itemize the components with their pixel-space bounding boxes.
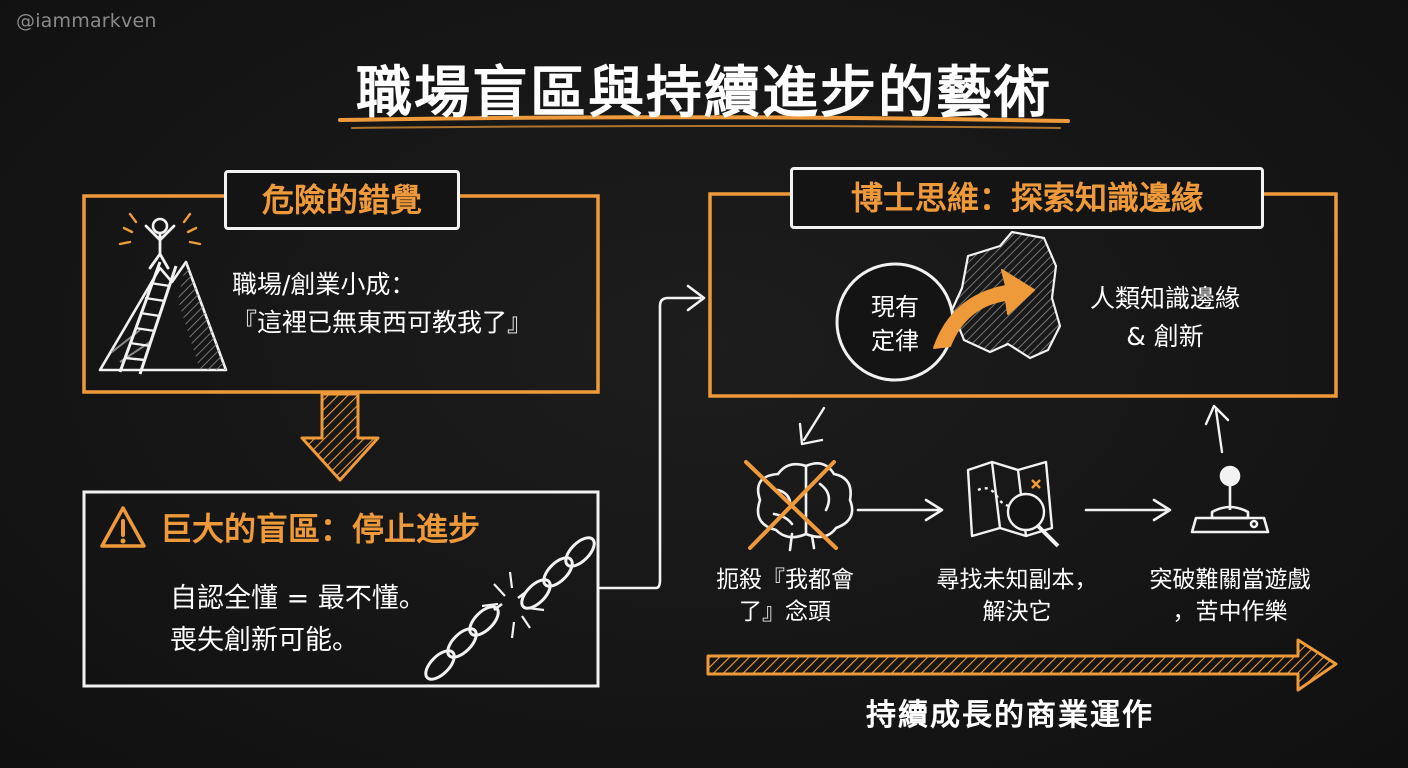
crossed-brain-icon [756, 462, 854, 552]
cross-mark [744, 460, 838, 550]
broken-chain-icon [424, 536, 596, 681]
connector-arrowhead [686, 284, 706, 312]
step-line: ，苦中作樂 [1172, 599, 1288, 625]
danger-text-line: 職場/創業小成： [232, 270, 416, 299]
edge-text-line: & 創新 [1126, 322, 1204, 351]
step-line: 解決它 [982, 599, 1052, 625]
joystick-icon [1190, 465, 1270, 534]
step-find-unknown: 尋找未知副本， 解決它 [912, 564, 1122, 628]
mountain-ladder-icon [98, 212, 228, 375]
step-kill-thought: 扼殺『我都會 了』念頭 [690, 564, 880, 628]
blind-spot-label-text: 巨大的盲區：停止進步 [160, 510, 481, 548]
blind-spot-text-line: 喪失創新可能。 [170, 625, 359, 656]
arrow-up [1204, 404, 1230, 454]
danger-text: 職場/創業小成： 『這裡已無東西可教我了』 [232, 266, 532, 342]
step-line: 尋找未知副本， [936, 567, 1098, 593]
breakthrough-arrow [933, 269, 1035, 349]
title-underline-2 [351, 125, 1061, 129]
arrow-down-left [798, 406, 826, 446]
danger-label: 危險的錯覺 [224, 170, 460, 230]
title-underline [338, 115, 1070, 123]
arrow-step-2-3 [1084, 498, 1172, 522]
edge-text-line: 人類知識邊緣 [1089, 284, 1240, 313]
step-line: 了』念頭 [739, 599, 831, 625]
step-line: 扼殺『我都會 [716, 567, 854, 593]
existing-laws-text: 現有 定律 [840, 290, 950, 358]
circle-text-line: 定律 [871, 327, 919, 355]
business-caption: 持續成長的商業運作 [866, 698, 1154, 733]
warning-icon [100, 506, 146, 548]
phd-label: 博士思維：探索知識邊緣 [790, 167, 1264, 229]
step-game: 突破難關當遊戲 ，苦中作樂 [1130, 564, 1330, 628]
growth-arrow [706, 638, 1338, 692]
map-magnifier-icon [966, 460, 1060, 548]
arrow-step-1-2 [856, 498, 944, 522]
knowledge-edge-text: 人類知識邊緣 & 創新 [1060, 280, 1270, 356]
step-line: 突破難關當遊戲 [1149, 567, 1311, 593]
watermark: @iammarkven [16, 10, 157, 32]
blind-spot-text-line: 自認全懂 = 最不懂。 [170, 583, 426, 614]
connector-path [598, 296, 702, 590]
blind-spot-label: 巨大的盲區：停止進步 [84, 498, 582, 556]
blind-spot-box [82, 490, 600, 688]
circle-text-line: 現有 [871, 293, 919, 321]
blind-spot-text: 自認全懂 = 最不懂。 喪失創新可能。 [170, 578, 426, 662]
down-arrow [300, 392, 380, 482]
danger-text-line: 『這裡已無東西可教我了』 [232, 308, 533, 337]
page-title: 職場盲區與持續進步的藝術 [356, 61, 1052, 126]
